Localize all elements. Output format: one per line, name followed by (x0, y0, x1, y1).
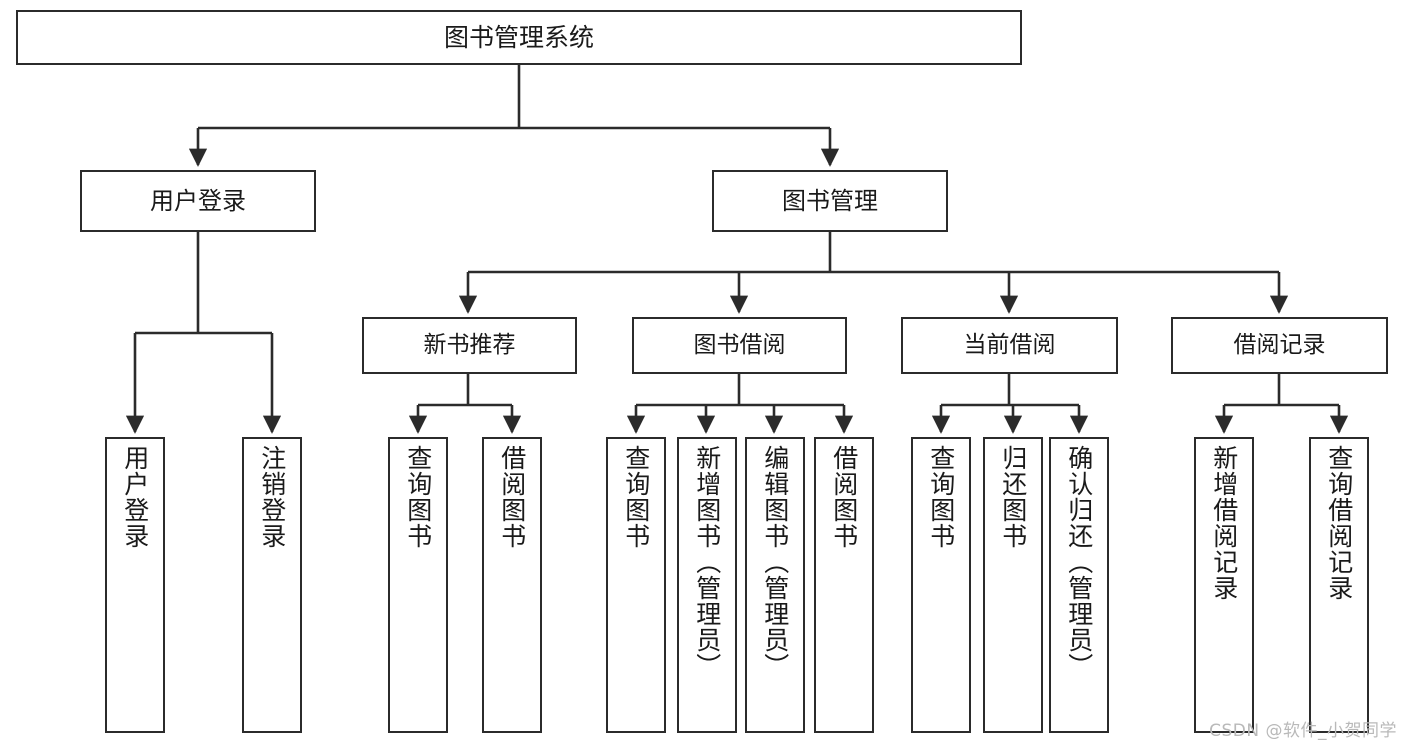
node-leaf-user-login[interactable]: 用户登录 (105, 437, 165, 733)
node-leaf-user-login-label: 用户登录 (120, 445, 150, 549)
node-leaf-query-record-label: 查询借阅记录 (1324, 445, 1354, 601)
node-root-label: 图书管理系统 (443, 22, 594, 52)
node-leaf-query-book-2[interactable]: 查询图书 (606, 437, 666, 733)
node-leaf-add-record[interactable]: 新增借阅记录 (1194, 437, 1254, 733)
node-leaf-add-record-label: 新增借阅记录 (1209, 445, 1239, 601)
node-leaf-edit-book-label: 编辑图书（管理员） (760, 445, 790, 679)
node-leaf-query-book-1[interactable]: 查询图书 (388, 437, 448, 733)
node-leaf-confirm-return[interactable]: 确认归还（管理员） (1049, 437, 1109, 733)
node-leaf-borrow-book-1[interactable]: 借阅图书 (482, 437, 542, 733)
node-leaf-add-book[interactable]: 新增图书（管理员） (677, 437, 737, 733)
node-leaf-query-book-1-label: 查询图书 (403, 445, 433, 549)
node-root[interactable]: 图书管理系统 (16, 10, 1022, 65)
node-new-book-recommend[interactable]: 新书推荐 (362, 317, 577, 374)
node-leaf-query-book-3[interactable]: 查询图书 (911, 437, 971, 733)
node-new-book-recommend-label: 新书推荐 (423, 331, 516, 358)
node-book-borrow-label: 图书借阅 (693, 331, 786, 358)
csdn-watermark: CSDN @软件_小贺同学 (1209, 721, 1397, 741)
node-leaf-return-book[interactable]: 归还图书 (983, 437, 1043, 733)
node-book-borrow[interactable]: 图书借阅 (632, 317, 847, 374)
node-leaf-query-record[interactable]: 查询借阅记录 (1309, 437, 1369, 733)
node-leaf-borrow-book-2[interactable]: 借阅图书 (814, 437, 874, 733)
node-leaf-query-book-2-label: 查询图书 (621, 445, 651, 549)
node-leaf-borrow-book-2-label: 借阅图书 (829, 445, 859, 549)
node-leaf-logout-login-label: 注销登录 (257, 445, 287, 549)
node-book-manage-label: 图书管理 (782, 186, 878, 215)
node-leaf-confirm-return-label: 确认归还（管理员） (1064, 445, 1094, 679)
node-leaf-add-book-label: 新增图书（管理员） (692, 445, 722, 679)
node-leaf-return-book-label: 归还图书 (998, 445, 1028, 549)
node-book-manage[interactable]: 图书管理 (712, 170, 948, 232)
node-leaf-query-book-3-label: 查询图书 (926, 445, 956, 549)
node-current-borrow[interactable]: 当前借阅 (901, 317, 1118, 374)
node-borrow-record-label: 借阅记录 (1233, 331, 1326, 358)
node-user-login[interactable]: 用户登录 (80, 170, 316, 232)
node-current-borrow-label: 当前借阅 (963, 331, 1056, 358)
node-user-login-label: 用户登录 (150, 186, 246, 215)
node-leaf-edit-book[interactable]: 编辑图书（管理员） (745, 437, 805, 733)
node-leaf-logout-login[interactable]: 注销登录 (242, 437, 302, 733)
node-leaf-borrow-book-1-label: 借阅图书 (497, 445, 527, 549)
node-borrow-record[interactable]: 借阅记录 (1171, 317, 1388, 374)
